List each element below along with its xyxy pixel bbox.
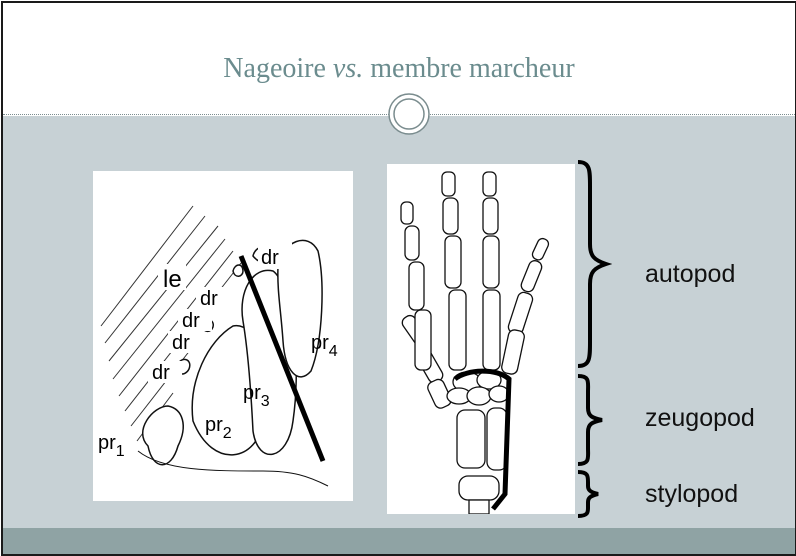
label-dr-1: dr [200,288,218,310]
label-zeugopod: zeugopod [645,404,755,433]
fin-diagram: le dr dr dr dr dr pr4 pr3 pr2 pr1 [93,171,353,501]
label-stylopod: stylopod [645,480,738,509]
footer-bar [3,528,795,554]
title-italic: vs. [333,53,363,84]
label-autopod: autopod [645,260,735,289]
slide-title: Nageoire vs. membre marcheur [3,53,795,85]
braces [576,156,612,528]
brace-stylopod [578,472,598,516]
title-ornament-circle [387,92,431,136]
label-dr-2: dr [182,310,200,332]
label-dr-4: dr [152,362,170,384]
label-dr-3: dr [172,332,190,354]
content-area: le dr dr dr dr dr pr4 pr3 pr2 pr1 [3,116,795,528]
label-le: le [163,266,182,293]
brace-autopod [578,162,606,366]
brace-zeugopod [578,376,602,464]
label-dr-top: dr [261,247,279,269]
hand-skeleton-diagram [387,164,575,514]
